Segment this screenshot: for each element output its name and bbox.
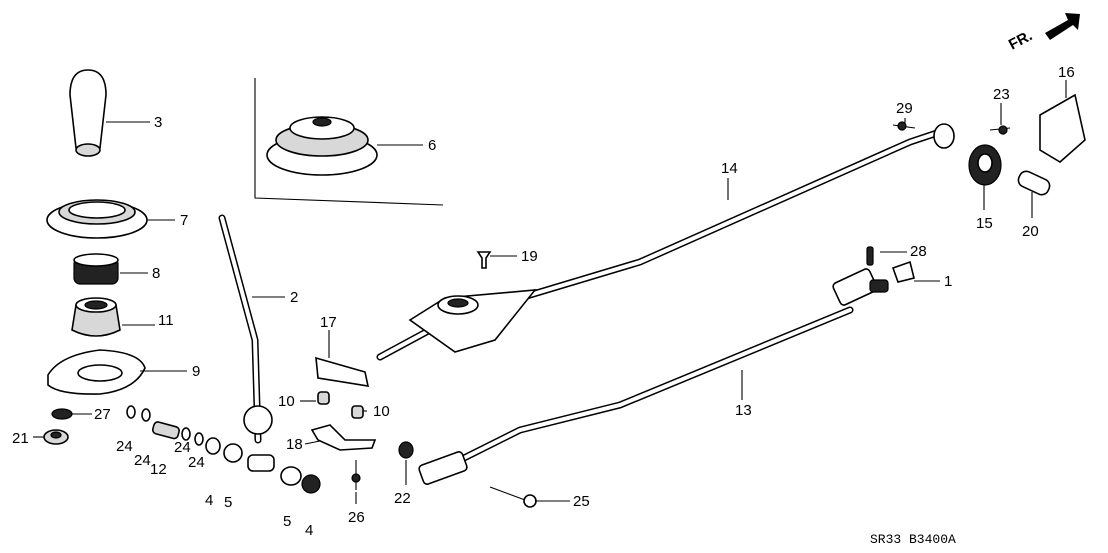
- part-rod-14: [376, 123, 955, 361]
- callout-29: 29: [896, 100, 913, 117]
- fr-label: FR.: [1006, 27, 1035, 53]
- callout-21: 21: [12, 430, 29, 447]
- callout-16: 16: [1058, 64, 1075, 81]
- part-8: [73, 253, 119, 285]
- part-plate-9: [47, 349, 146, 395]
- callout-5: 5: [283, 513, 291, 530]
- callout-3: 3: [154, 114, 162, 131]
- leader-lines: [33, 80, 1067, 504]
- callout-24: 24: [188, 454, 205, 471]
- callout-26: 26: [348, 509, 365, 526]
- callout-22: 22: [394, 490, 411, 507]
- part-shift-knob: [69, 69, 107, 157]
- callout-24: 24: [116, 438, 133, 455]
- front-direction-indicator: FR.: [1006, 13, 1080, 54]
- part-misc-right: [398, 93, 1086, 508]
- part-rod-13: [418, 268, 889, 485]
- callout-25: 25: [573, 493, 590, 510]
- callout-15: 15: [976, 215, 993, 232]
- part-21: [43, 429, 69, 445]
- callout-11: 11: [158, 312, 174, 329]
- callout-12: 12: [150, 461, 167, 478]
- callout-9: 9: [192, 363, 200, 380]
- diagram-code: SR33 B3400A: [870, 532, 956, 547]
- callout-18: 18: [286, 436, 303, 453]
- callout-5: 5: [224, 494, 232, 511]
- part-boot-7: [46, 199, 148, 239]
- callout-8: 8: [152, 265, 160, 282]
- callout-4: 4: [205, 492, 213, 509]
- arrow-icon: [1045, 13, 1080, 40]
- part-27: [51, 408, 73, 420]
- callout-24: 24: [174, 439, 191, 456]
- callout-27: 27: [94, 406, 111, 423]
- callout-17: 17: [320, 314, 337, 331]
- callout-20: 20: [1022, 223, 1039, 240]
- callout-7: 7: [180, 212, 188, 229]
- part-rings-row: [126, 405, 321, 494]
- callout-19: 19: [521, 248, 538, 265]
- callout-1: 1: [944, 273, 952, 290]
- part-17-18-10: [310, 356, 377, 490]
- callout-23: 23: [993, 86, 1010, 103]
- callout-4: 4: [305, 522, 313, 539]
- callout-13: 13: [735, 402, 752, 419]
- inset-frame: [254, 78, 444, 206]
- callout-10: 10: [373, 403, 390, 420]
- callout-28: 28: [910, 243, 927, 260]
- callout-2: 2: [290, 289, 298, 306]
- part-boot-6: [266, 116, 378, 176]
- part-bushing-11: [71, 297, 121, 337]
- callout-14: 14: [721, 160, 738, 177]
- callout-10: 10: [278, 393, 295, 410]
- part-shift-lever: [218, 214, 275, 472]
- callout-24: 24: [134, 452, 151, 469]
- callout-6: 6: [428, 137, 436, 154]
